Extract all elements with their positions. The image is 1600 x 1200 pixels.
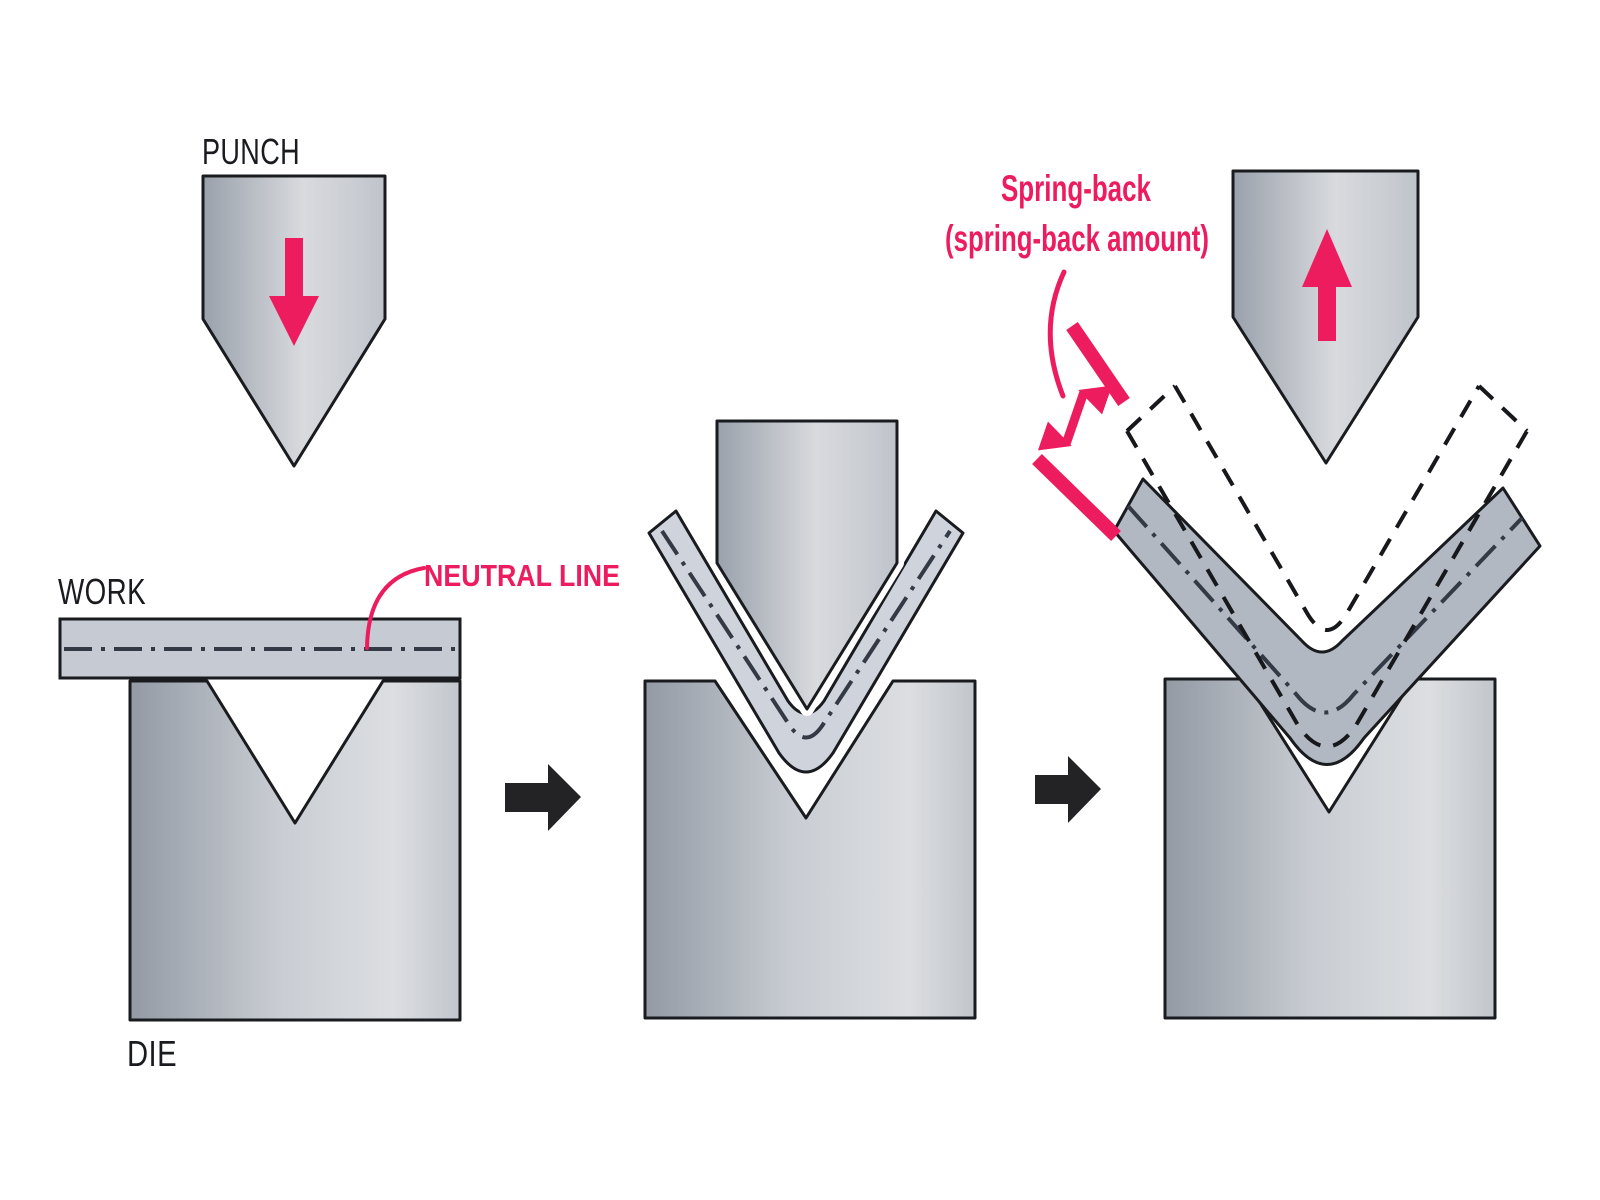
stage-2-pressing (643, 414, 977, 1020)
die-block (643, 679, 977, 1020)
work-label: WORK (58, 571, 146, 612)
spring-back-title: Spring-back (1001, 168, 1151, 209)
stage-3-springback: Spring-back (spring-back amount) (945, 164, 1542, 1020)
neutral-line-pointer (365, 566, 426, 650)
spring-back-subtitle: (spring-back amount) (945, 218, 1209, 259)
die-label: DIE (127, 1033, 177, 1074)
punch-tool (715, 419, 899, 711)
bent-sheet (647, 509, 965, 774)
neutral-line-label: NEUTRAL LINE (424, 558, 620, 593)
punch-label: PUNCH (202, 131, 300, 172)
sprung-back-sheet (1112, 477, 1542, 766)
down-arrow-icon (269, 238, 319, 346)
up-arrow-icon (1302, 229, 1352, 341)
pressed-outline-right-cap (1477, 384, 1529, 433)
pressed-position-dashed-outline (1125, 384, 1529, 749)
neutral-line-sprung (1126, 504, 1524, 715)
double-headed-arrow-icon (1037, 385, 1113, 451)
spring-back-pointer (1047, 269, 1067, 399)
spring-back-upper-tick (1066, 322, 1130, 406)
right-arrow-icon (505, 764, 581, 831)
stage-1-setup: PUNCH WORK DIE NEUTRAL LINE (58, 131, 620, 1074)
pressed-outline-left-cap (1125, 384, 1177, 433)
pressed-outline-inner (1173, 384, 1481, 632)
spring-back-lower-tick (1032, 453, 1121, 542)
die-block (128, 679, 462, 1022)
neutral-line-bent (660, 529, 952, 740)
right-arrow-icon (1035, 756, 1101, 823)
